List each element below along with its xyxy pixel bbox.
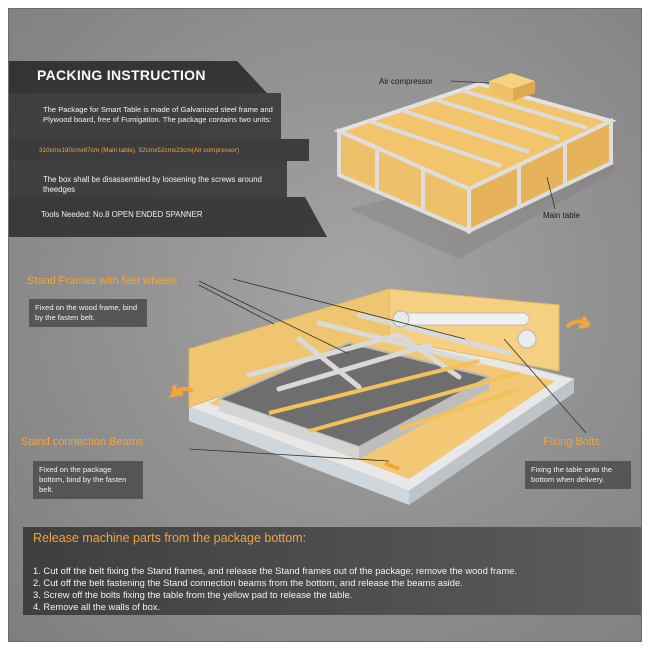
stand-frames-label: Stand Frames with feet wheels — [27, 275, 178, 287]
connection-beams-note: Fixed on the package bottom, bind by the… — [33, 461, 143, 499]
list-item: 1. Cut off the belt fixing the Stand fra… — [33, 565, 517, 576]
list-item: 4. Remove all the walls of box. — [33, 601, 161, 612]
stand-frames-note: Fixed on the wood frame, bind by the fas… — [29, 299, 147, 327]
instruction-sheet: PACKING INSTRUCTION The Package for Smar… — [8, 8, 642, 642]
fixing-bolts-note: Fixing the table onto the bottom when de… — [525, 461, 631, 489]
opened-package-illustration — [168, 288, 591, 505]
list-item: 3. Screw off the bolts fixing the table … — [33, 589, 353, 600]
fixing-bolts-label: Fixing Bolts — [543, 436, 600, 448]
release-steps-list: 1. Cut off the belt fixing the Stand fra… — [33, 565, 517, 613]
air-compressor-label: Air compressor — [379, 77, 433, 86]
release-instructions-panel: Release machine parts from the package b… — [23, 527, 641, 615]
connection-beams-label: Stand connection Beams — [21, 436, 144, 448]
list-item: 2. Cut off the belt fastening the Stand … — [33, 577, 463, 588]
release-title: Release machine parts from the package b… — [33, 531, 307, 545]
main-table-label: Main table — [543, 211, 580, 220]
closed-package-illustration — [333, 73, 619, 259]
callout-leader-lines — [188, 278, 587, 462]
